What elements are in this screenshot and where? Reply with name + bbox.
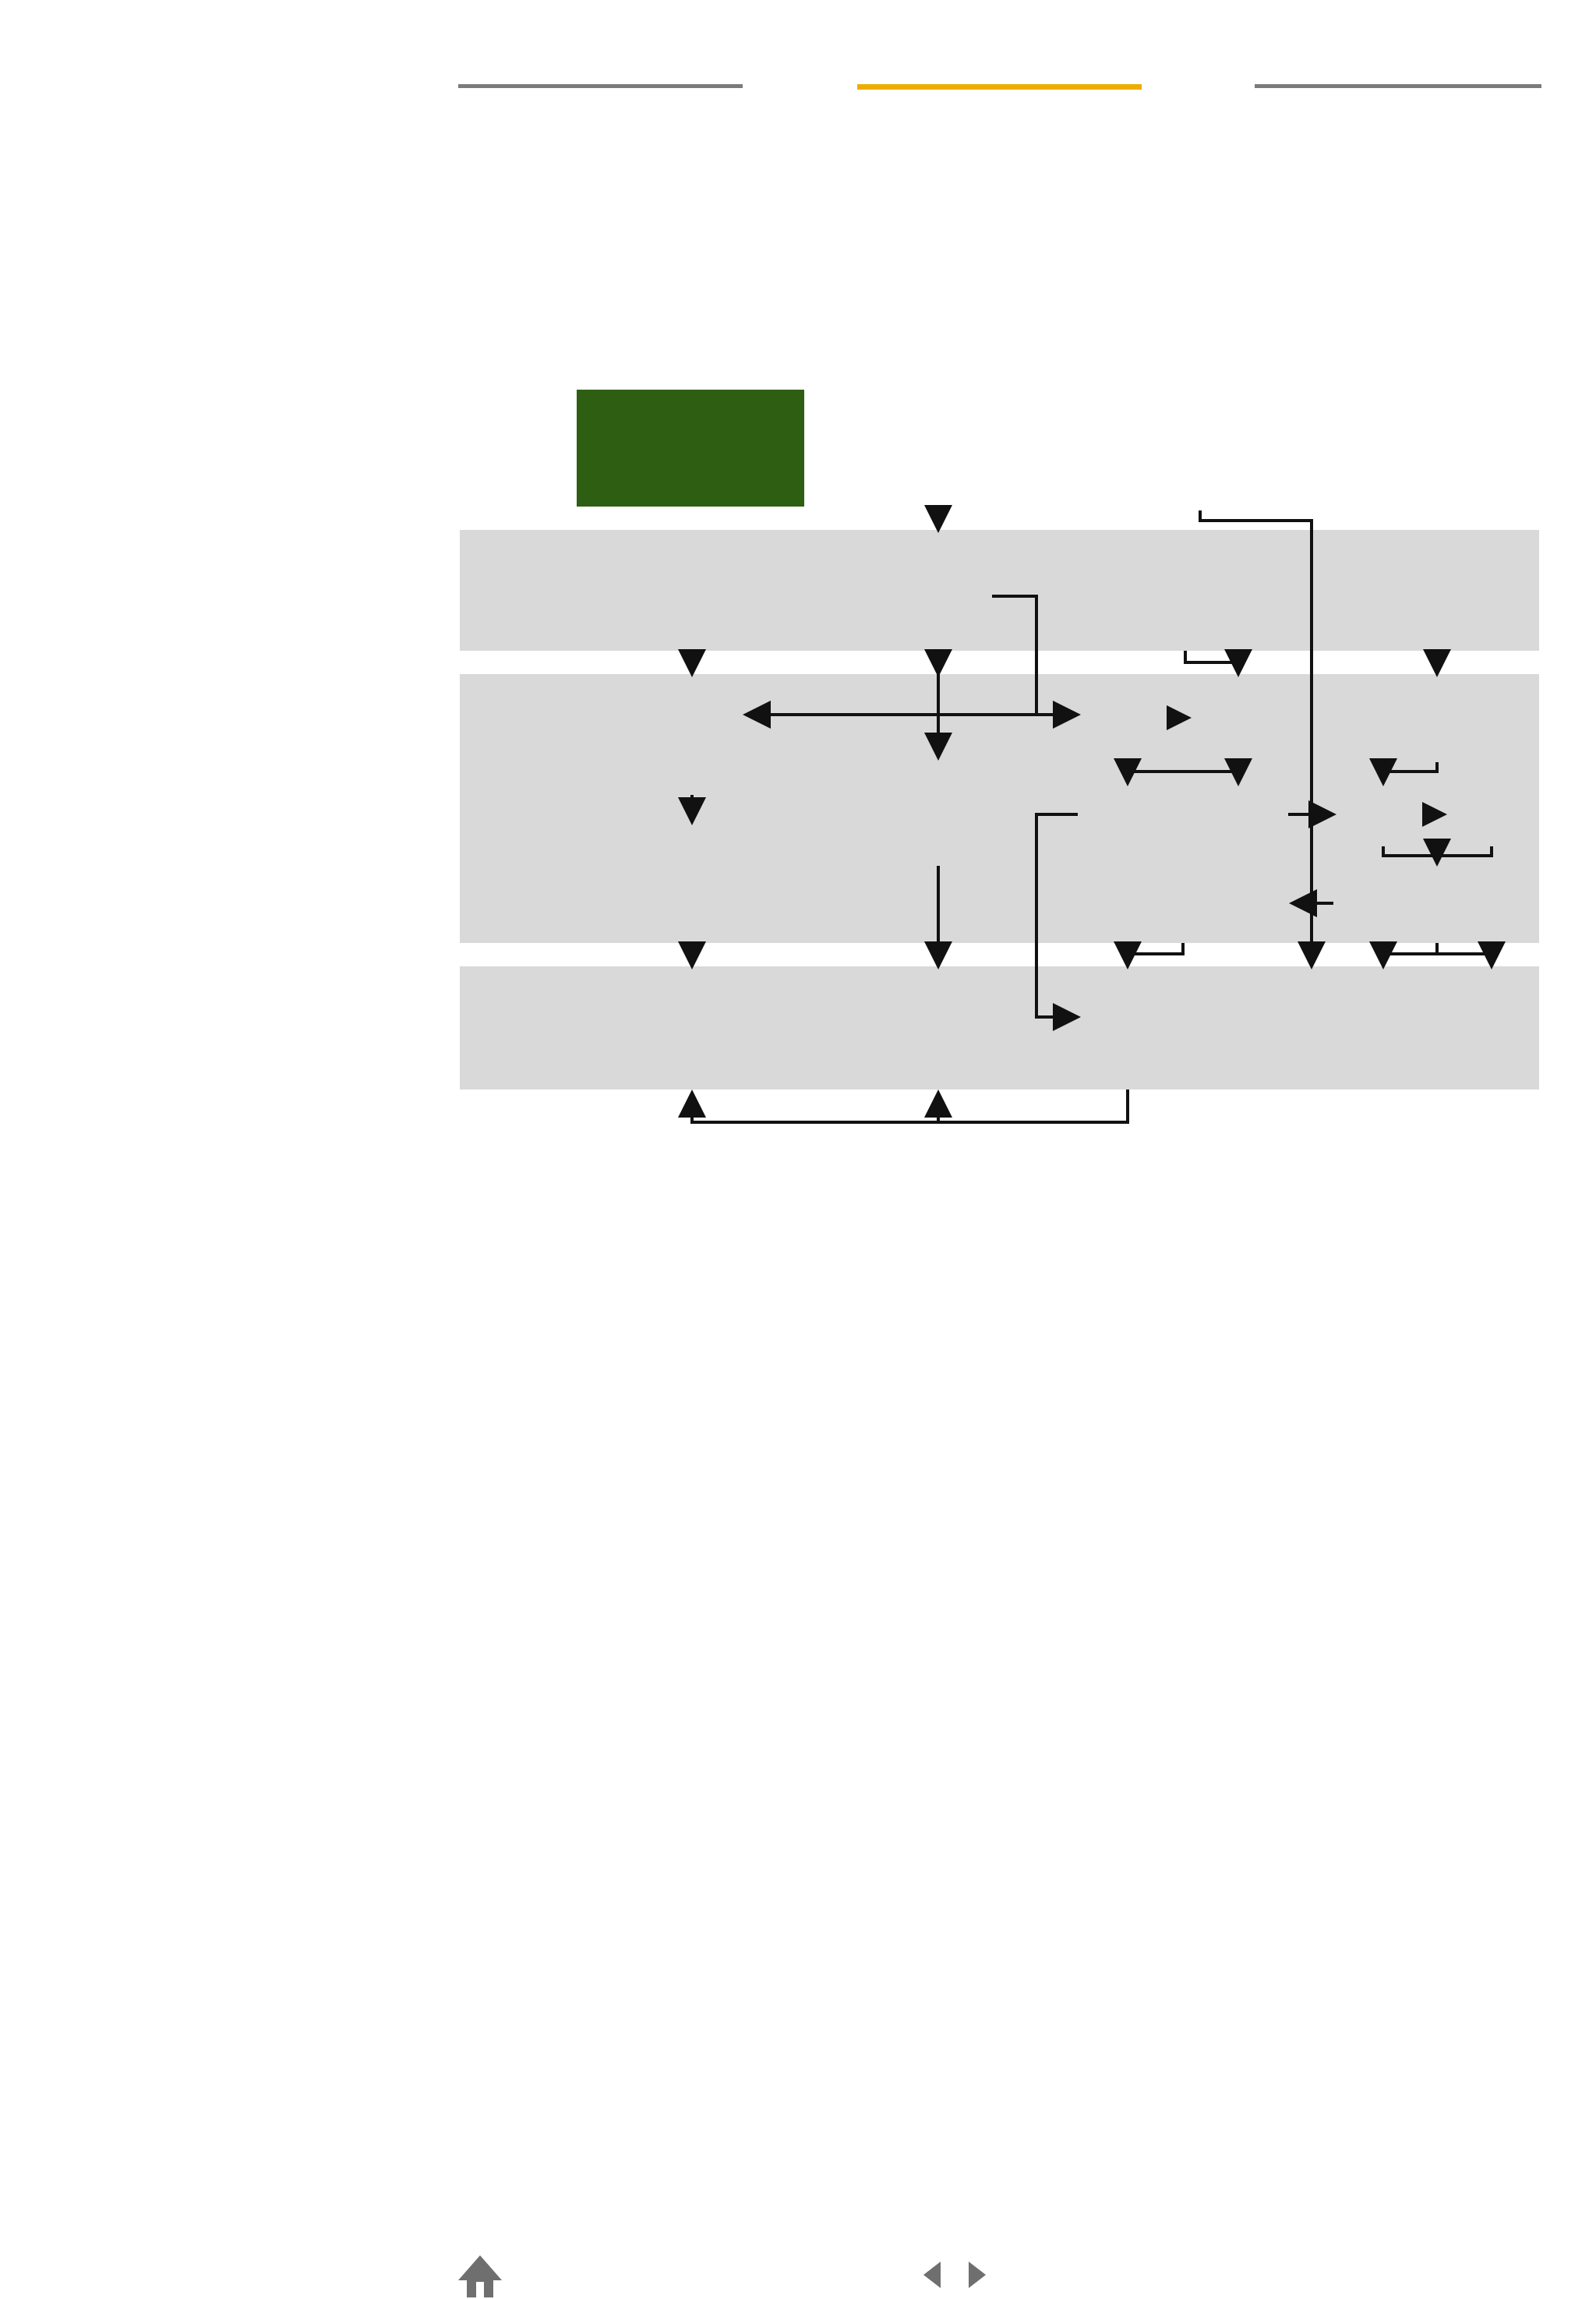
nav-tab-underline	[857, 84, 1142, 90]
connector-arrows	[678, 505, 1506, 1124]
header-box-afe-and-asset-management[interactable]	[577, 390, 804, 507]
process-map-diagram	[460, 390, 1539, 1124]
nav-tab-contact-us[interactable]	[1255, 84, 1541, 101]
swimlane-bands	[460, 530, 1539, 1089]
swimlane-band	[460, 674, 1539, 943]
swimlane-band	[460, 530, 1539, 651]
footer	[0, 1122, 1596, 2297]
nav-tab-solution-overview[interactable]	[857, 84, 1142, 102]
swimlane-band	[460, 966, 1539, 1089]
prev-arrow-icon[interactable]	[923, 2262, 941, 2288]
next-arrow-icon[interactable]	[969, 2262, 986, 2288]
nav-tab-executive-summary[interactable]	[458, 84, 743, 101]
nav-tab-underline	[1255, 84, 1541, 88]
pager	[923, 2262, 986, 2288]
top-navigation	[0, 0, 1596, 156]
nav-tab-underline	[458, 84, 743, 88]
sidebar	[75, 340, 441, 380]
process-boxes	[577, 390, 804, 507]
home-icon[interactable]	[456, 2254, 504, 2299]
